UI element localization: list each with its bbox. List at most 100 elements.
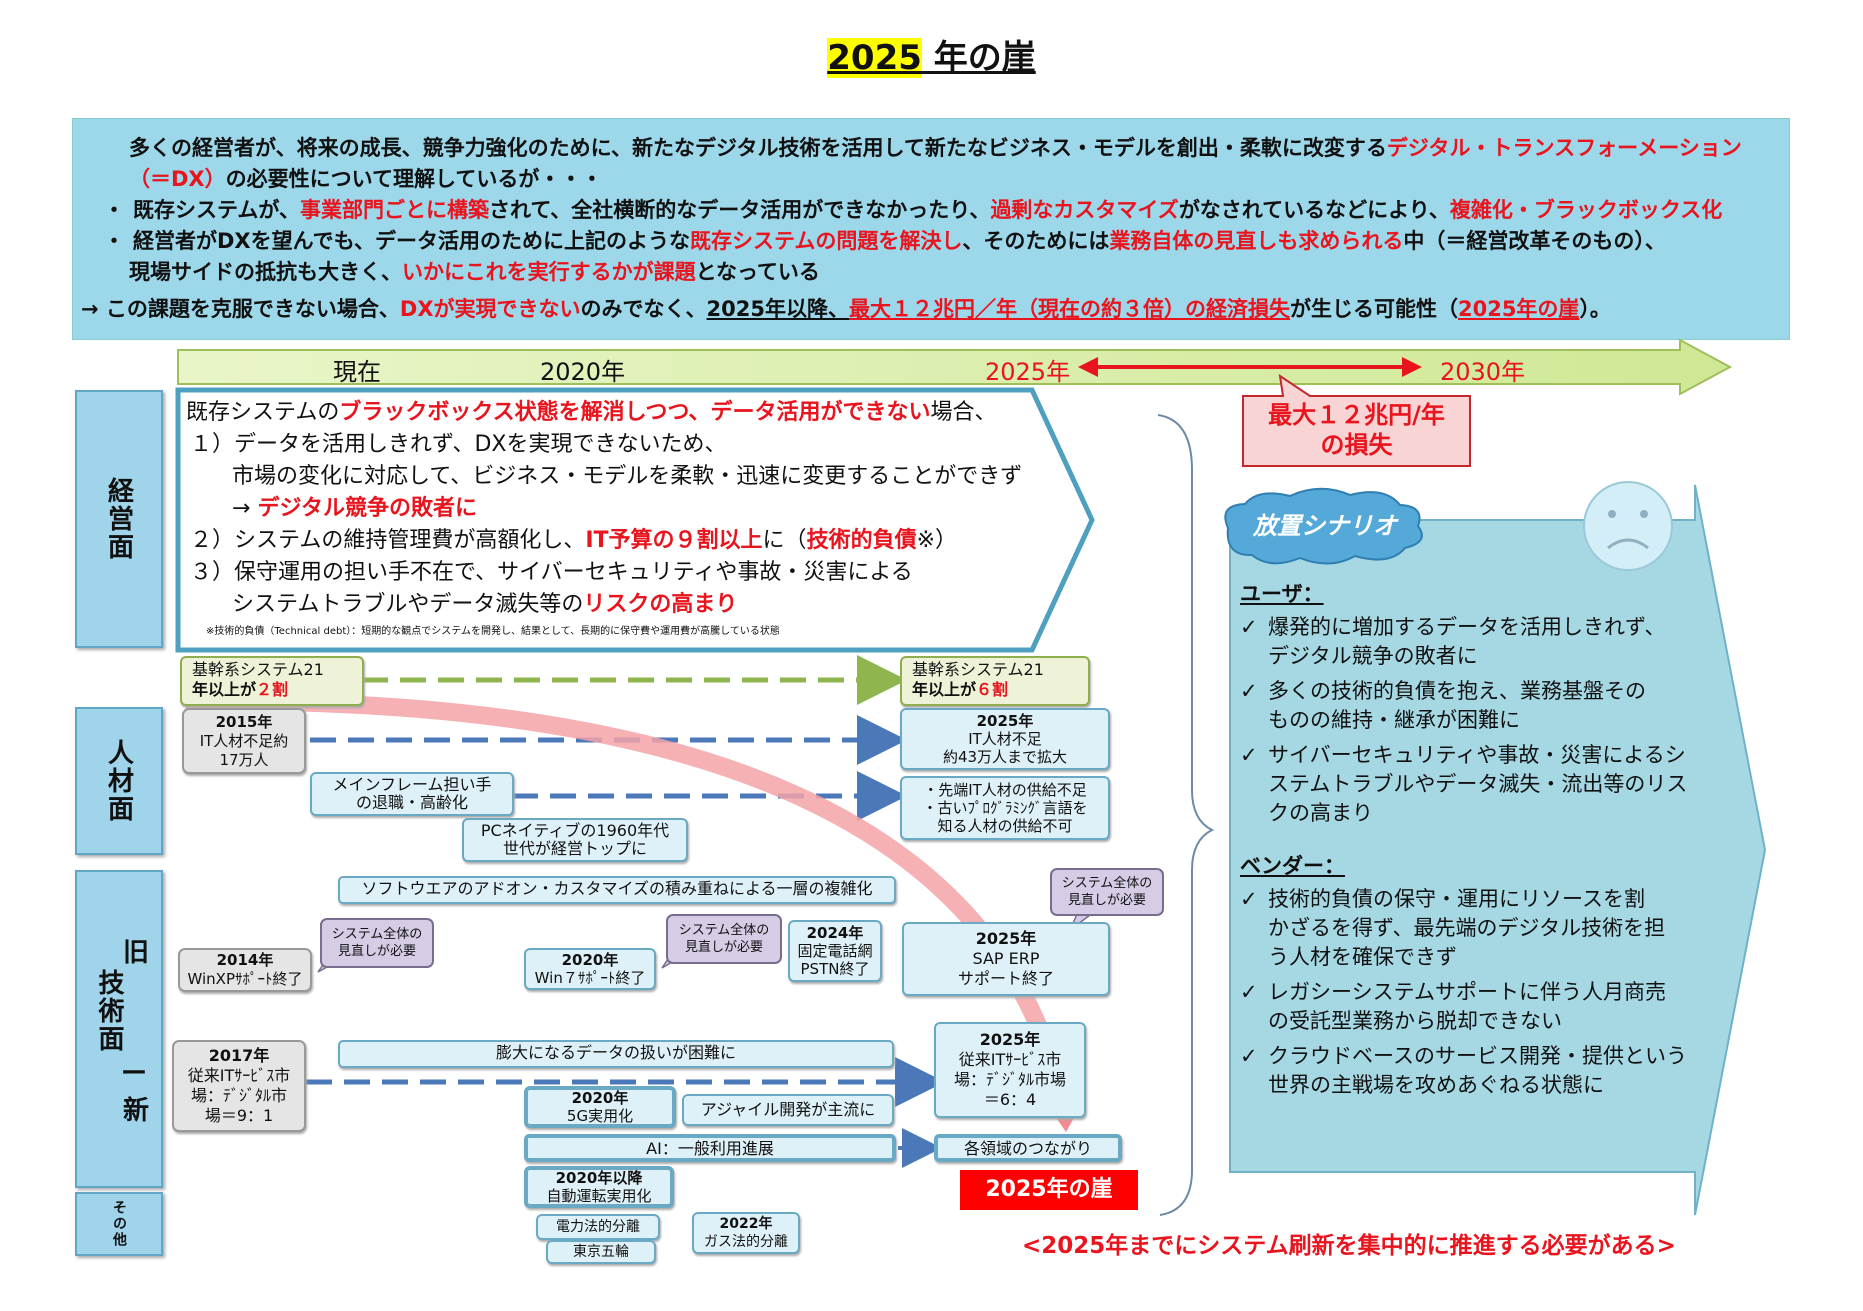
timeline-arrow [177,338,1733,396]
mgmt-text: ２）システムの維持管理費が高額化し、 [190,528,586,553]
summary-text: となっている [695,260,820,284]
hr-supply-l1: ・先端IT人材の供給不足 [923,781,1087,799]
itservice-right-l2: 場：ﾃﾞｼﾞﾀﾙ市場 [953,1070,1066,1089]
winxp-year: 2014年 [216,951,274,969]
hr-2025-l1: IT人材不足 [968,730,1042,748]
hr-mainframe-l1: メインフレーム担い手 [332,775,492,794]
scenario-item-line: クの高まり [1268,801,1373,825]
core-right-line2: 年以上が [912,680,977,699]
loss-callout-line2: の損失 [1320,431,1393,459]
scenario-item-line: レガシーシステムサポートに伴う人月商売 [1268,980,1666,1004]
timeline-2030: 2030年 [1440,358,1526,386]
tech-agile-box: アジャイル開発が主流に [682,1094,894,1126]
review-3-l1: システム全体の [1061,876,1153,891]
period-arrow-left-head [1078,357,1098,377]
bullet-dot: ・ [103,198,125,222]
tech-review-callout-2: システム全体の 見直しが必要 [666,914,782,964]
summary-line-2: （＝DX）の必要性について理解しているが・・・ [95,164,1773,195]
tech-review-callout-1: システム全体の 見直しが必要 [320,918,434,968]
scenario-item: ✓爆発的に増加するデータを活用しきれず、デジタル競争の敗者に [1240,613,1720,671]
summary-red-text: 最大１２兆円／年（現在の約３倍）の経済損失 [848,297,1290,321]
timeline-2025: 2025年 [985,358,1071,386]
mgmt-red-text: ブラックボックス状態を解消しつつ、データ活用ができない [339,400,931,425]
side-label-text: 技術面 [94,968,124,1053]
hr-supply-l2: ・古いﾌﾟﾛｸﾞﾗﾐﾝｸﾞ言語を [922,799,1088,817]
5g-year: 2020年 [571,1089,629,1107]
hr-supply-box: ・先端IT人材の供給不足 ・古いﾌﾟﾛｸﾞﾗﾐﾝｸﾞ言語を 知る人材の供給不可 [900,776,1110,840]
review-1-l2: 見直しが必要 [337,944,416,959]
summary-text: ）。 [1579,297,1611,321]
mgmt-item-3: ３）保守運用の担い手不在で、サイバーセキュリティや事故・災害による [190,560,913,585]
management-chevron [175,387,1095,653]
mgmt-item-1-cont: 市場の変化に対応して、ビジネス・モデルを柔軟・迅速に変更することができず [232,464,1023,489]
hr-mainframe-l2: の退職・高齢化 [355,793,468,812]
check-icon: ✓ [1240,743,1258,767]
tech-addon-bar: ソフトウエアのアドオン・カスタマイズの積み重ねによる一層の複雑化 [338,876,896,904]
check-icon: ✓ [1240,615,1258,639]
scenario-item-line: ステムトラブルやデータ滅失・流出等のリス [1268,772,1688,796]
mgmt-red-text: リスクの高まり [583,592,738,617]
summary-text: 、そのためには [962,229,1110,253]
summary-text: がなされているなどにより、 [1178,198,1450,222]
hr-2015-year: 2015年 [215,712,273,731]
tech-autodrive-box: 2020年以降 自動運転実用化 [524,1166,674,1208]
hr-2015-l1: IT人材不足約 [199,731,289,750]
summary-red-text: 複雑化・ブラックボックス化 [1449,198,1723,222]
hr-pc-native-l2: 世代が経営トップに [502,839,647,858]
mgmt-item-1: １）データを活用しきれず、DXを実現できないため、 [190,432,727,457]
gas-year: 2022年 [719,1216,773,1232]
itservice-left-l1: 従来ITｻｰﾋﾞｽ市 [187,1066,291,1085]
page-title: 2025 年の崖 [0,30,1863,79]
tech-ai-bar: AI：一般利用進展 [524,1134,896,1162]
core-system-left: 基幹系システム21 年以上が２割 [180,656,364,706]
5g-label: 5G実用化 [566,1107,634,1125]
bullet-dot: ・ [103,229,125,253]
scenario-item: ✓レガシーシステムサポートに伴う人月商売の受託型業務から脱却できない [1240,978,1720,1036]
summary-conclusion: → この課題を克服できない場合、DXが実現できないのみでなく、2025年以降、最… [81,294,1773,325]
scenario-item: ✓技術的負債の保守・運用にリソースを割かざるを得ず、最先端のデジタル技術を担う人… [1240,885,1720,972]
autodrive-label: 自動運転実用化 [546,1187,652,1205]
scenario-item: ✓多くの技術的負債を抱え、業務基盤そのものの維持・継承が困難に [1240,677,1720,735]
sap-l2: サポート終了 [957,969,1054,988]
scenario-item-line: 世界の主戦場を攻めあぐねる状態に [1268,1073,1604,1097]
scenario-brace [1157,414,1215,1216]
summary-underlined-text: 2025年以降、 [706,297,849,321]
scenario-item-line: 技術的負債の保守・運用にリソースを割 [1268,887,1645,911]
check-icon: ✓ [1240,679,1258,703]
summary-text: されて、全社横断的なデータ活用ができなかったり、 [488,198,991,222]
other-olympics-box: 東京五輪 [546,1240,656,1264]
mgmt-text: ※） [916,528,958,553]
hr-2025-box: 2025年 IT人材不足 約43万人まで拡大 [900,708,1110,770]
management-text: 既存システムのブラックボックス状態を解消しつつ、データ活用ができない場合、 １）… [186,397,1026,639]
tech-5g-box: 2020年 5G実用化 [524,1086,676,1128]
summary-bullet-2: ・経営者がDXを望んでも、データ活用のために上記のような既存システムの問題を解決… [95,226,1773,257]
summary-red-text: デジタル・トランスフォーメーション [1386,136,1742,160]
summary-red-text: （＝DX） [129,167,226,191]
bottom-note: <2025年までにシステム刷新を集中的に推進する必要がある> [1022,1233,1676,1259]
summary-red-text: DXが実現できない [399,297,581,321]
check-icon: ✓ [1240,887,1258,911]
tech-review-callout-3: システム全体の 見直しが必要 [1050,868,1164,916]
scenario-cloud-label: 放置シナリオ [1253,512,1397,540]
pstn-year: 2024年 [806,924,864,942]
summary-text: → この課題を克服できない場合、 [81,297,400,321]
summary-red-text: 事業部門ごとに構築 [299,198,489,222]
tech-pstn-box: 2024年 固定電話網 PSTN終了 [788,920,882,982]
tech-winxp-box: 2014年 WinXPｻﾎﾟｰﾄ終了 [178,948,312,992]
hr-2025-year: 2025年 [976,712,1034,730]
other-power-box: 電力法的分離 [536,1214,660,1240]
mgmt-footnote: ※技術的負債（Technical debt）：短期的な観点でシステムを開発し、結… [206,626,780,637]
autodrive-year: 2020年以降 [555,1169,643,1187]
summary-bullet-1: ・既存システムが、事業部門ごとに構築されて、全社横断的なデータ活用ができなかった… [95,195,1773,226]
scenario-item-line: ものの維持・継承が困難に [1268,708,1520,732]
other-gas-box: 2022年 ガス法的分離 [692,1212,800,1254]
title-year: 2025 [827,38,922,78]
itservice-left-l2: 場：ﾃﾞｼﾞﾀﾙ市 [190,1086,287,1105]
itservice-right-l1: 従来ITｻｰﾋﾞｽ市 [958,1050,1062,1069]
review-1-l1: システム全体の [331,927,423,942]
itservice-right-l3: ＝6：4 [983,1090,1037,1109]
sap-l1: SAP ERP [972,949,1040,968]
scenario-item-line: 爆発的に増加するデータを活用しきれず、 [1268,615,1666,639]
win7-label: Win７ｻﾎﾟｰﾄ終了 [534,969,646,987]
